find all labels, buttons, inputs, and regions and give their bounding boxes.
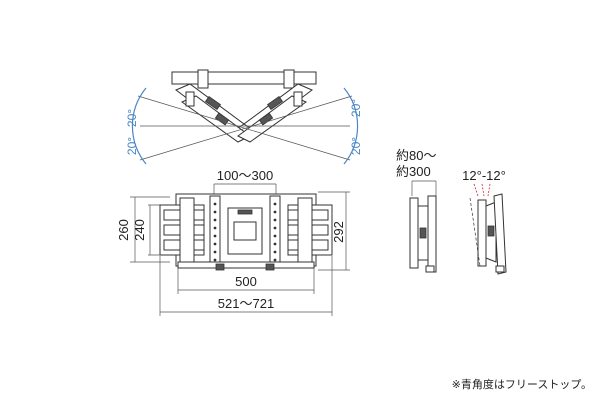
front-view: 100～300 260 240 292 [116,168,350,316]
swivel-line-left-to-right [137,95,351,161]
front-rail-right [269,195,281,267]
dim-height-outer: 260 [116,219,131,241]
swivel-line-right-to-left [139,95,353,161]
top-right-arm [237,83,313,143]
tilt-label: 12°-12° [462,168,506,183]
swivel-arc-left [131,87,147,165]
top-left-arm [175,83,251,143]
angle-left-lower: 20° [125,137,139,155]
front-left-arm [159,197,205,265]
side-tilt-wall-plate [477,199,487,267]
dim-top-vesa: 100～300 [217,168,273,183]
top-view: 20° 20° 20° 20° [125,69,363,165]
angle-right-upper: 20° [349,99,363,117]
dim-width-outer: 521～721 [218,296,274,311]
depth-label-line1: 約80～ [396,148,436,163]
dim-height-inner: 240 [132,219,147,241]
depth-label-line2: 約300 [396,164,431,179]
swivel-arc-right [343,87,359,165]
dim-width-inner: 500 [235,274,257,289]
side-view-tilt: 12°-12° [462,168,507,275]
side-view-depth: 約80～ 約300 [396,148,437,273]
angle-right-lower: 20° [349,137,363,155]
angle-left-upper: 20° [125,109,139,127]
front-rail-left [209,195,221,267]
footnote: ※青角度はフリーストップ。 [452,377,592,391]
side-wall-plate [409,197,419,269]
front-right-arm [287,197,333,265]
dim-height-right: 292 [331,221,346,243]
